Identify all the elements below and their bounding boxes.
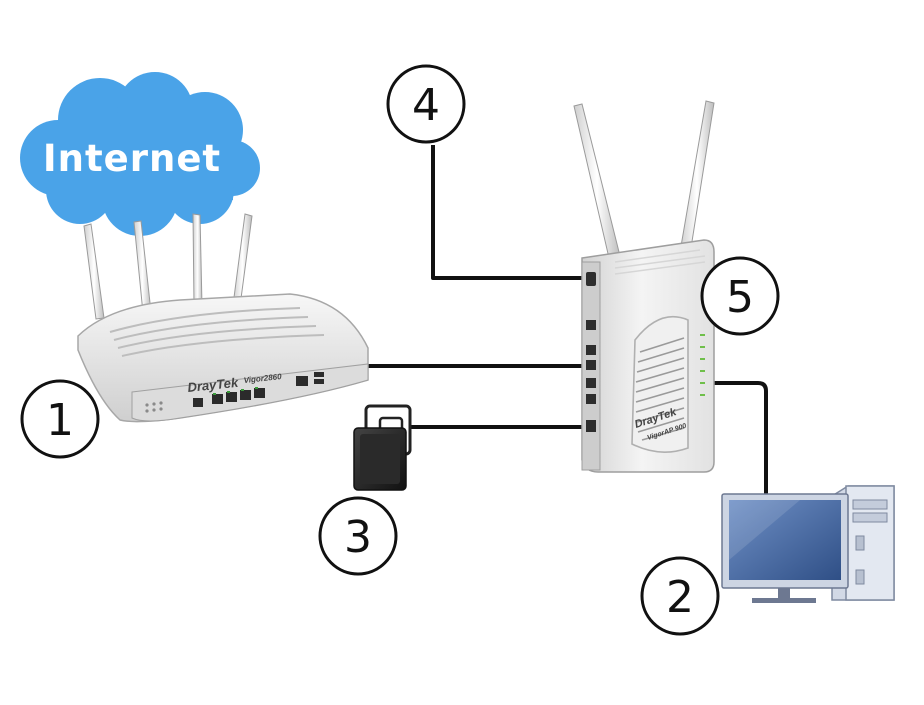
callout-3-label: 3 [344, 512, 372, 563]
ap-vent-grille [631, 316, 689, 453]
power-adapter [353, 404, 412, 491]
callout-1-label: 1 [46, 395, 74, 446]
cable-ap-to-computer [590, 381, 768, 497]
callout-5: 5 [700, 256, 780, 336]
internet-cloud: Internet [20, 72, 260, 236]
callout-1: 1 [20, 379, 100, 459]
ap-antennas [573, 100, 715, 259]
callout-4-label: 4 [412, 80, 440, 131]
callout-2-label: 2 [666, 572, 694, 623]
computer [721, 485, 895, 603]
cable-power-port [431, 145, 592, 280]
cloud-label: Internet [43, 137, 221, 180]
access-point: DrayTek VigorAP 900 [573, 100, 715, 473]
router-ports [193, 372, 324, 407]
ap-ports [586, 272, 596, 432]
callouts: 1 2 3 4 5 [20, 64, 780, 636]
callout-2: 2 [640, 556, 720, 636]
router-brand: DrayTek [187, 375, 240, 395]
callout-3: 3 [318, 496, 398, 576]
callout-5-label: 5 [726, 272, 754, 323]
callout-4: 4 [386, 64, 466, 144]
router: DrayTek Vigor2860 [77, 213, 369, 423]
router-model: Vigor2860 [243, 372, 282, 385]
computer-monitor [721, 493, 849, 603]
